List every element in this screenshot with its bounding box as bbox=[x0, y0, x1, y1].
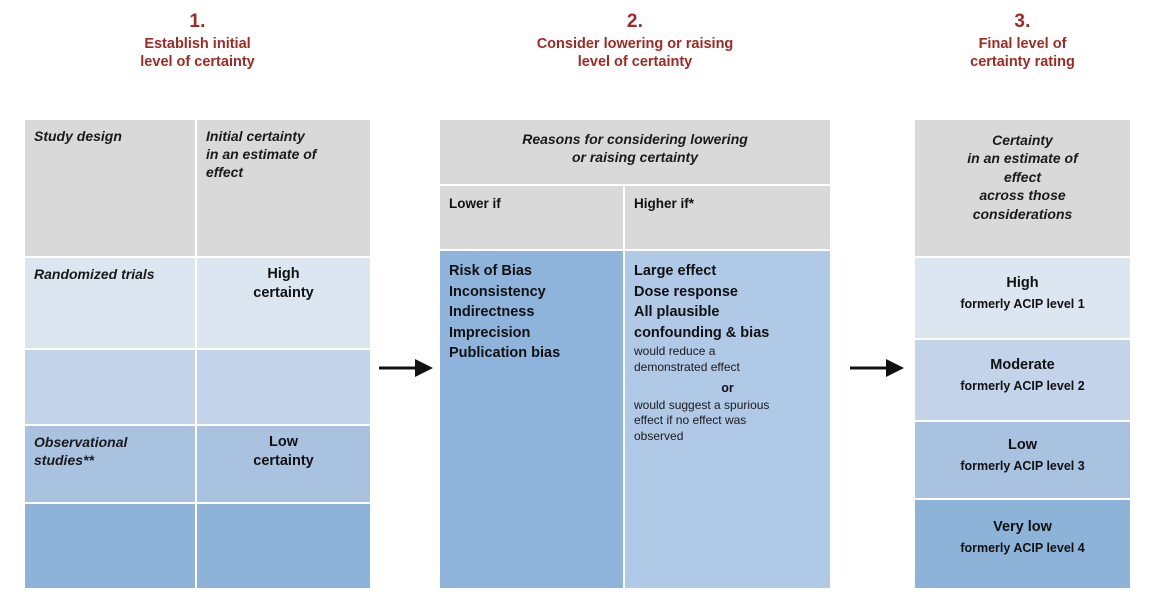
table-row: Study design Initial certainty in an est… bbox=[25, 120, 370, 258]
observational-studies-line1: Observational bbox=[34, 434, 128, 450]
higher-if-label: Higher if* bbox=[634, 196, 695, 211]
higher-detail-line5: observed bbox=[634, 428, 684, 443]
final-header-line5: considerations bbox=[972, 205, 1073, 222]
table-row: Moderate formerly ACIP level 2 bbox=[915, 340, 1130, 422]
cell-final-certainty-header: Certainty in an estimate of effect acros… bbox=[915, 120, 1130, 258]
cell-level-very-low: Very low formerly ACIP level 4 bbox=[915, 500, 1130, 588]
cell-lower-if-items: Risk of Bias Inconsistency Indirectness … bbox=[440, 251, 625, 588]
column-3-heading: 3. Final level of certainty rating bbox=[915, 10, 1130, 71]
higher-item-2: All plausible bbox=[634, 304, 720, 321]
final-certainty-table: Certainty in an estimate of effect acros… bbox=[915, 120, 1130, 588]
initial-certainty-line2: in an estimate of bbox=[206, 146, 317, 163]
reasons-table: Reasons for considering lowering or rais… bbox=[440, 120, 830, 588]
initial-certainty-line3: effect bbox=[206, 164, 244, 181]
cell-higher-if-header: Higher if* bbox=[625, 186, 830, 251]
low-certainty-line1: Low bbox=[269, 434, 298, 450]
higher-item-1: Dose response bbox=[634, 283, 738, 300]
column-2-title-line2: level of certainty bbox=[577, 53, 693, 70]
level-high-name: High bbox=[1006, 275, 1039, 291]
column-1-title-line1: Establish initial bbox=[144, 35, 251, 52]
right-arrow-icon bbox=[377, 355, 435, 381]
cell-intermediate-certainty bbox=[197, 350, 370, 426]
randomized-trials-label: Randomized trials bbox=[34, 266, 155, 282]
lower-if-label: Lower if bbox=[449, 196, 501, 211]
column-1-heading: 1. Establish initial level of certainty bbox=[25, 10, 370, 71]
table-row: Very low formerly ACIP level 4 bbox=[915, 500, 1130, 588]
study-design-label: Study design bbox=[34, 128, 122, 144]
table-row bbox=[25, 350, 370, 426]
lower-item-0: Risk of Bias bbox=[449, 263, 532, 279]
lower-item-1: Inconsistency bbox=[449, 283, 546, 300]
final-header-line3: effect bbox=[1003, 168, 1042, 185]
final-header-line2: in an estimate of bbox=[967, 150, 1078, 167]
reasons-header-line2: or raising certainty bbox=[571, 149, 699, 166]
lower-item-4: Publication bias bbox=[449, 345, 561, 362]
higher-detail-line1: would reduce a bbox=[634, 344, 716, 359]
table-row: Certainty in an estimate of effect acros… bbox=[915, 120, 1130, 258]
final-header-line1: Certainty bbox=[992, 132, 1053, 148]
table-row: Lower if Higher if* bbox=[440, 186, 830, 251]
high-certainty-line1: High bbox=[267, 266, 300, 282]
cell-level-moderate: Moderate formerly ACIP level 2 bbox=[915, 340, 1130, 422]
cell-intermediate-design bbox=[25, 350, 197, 426]
cell-reasons-header: Reasons for considering lowering or rais… bbox=[440, 120, 830, 186]
cell-observational-studies: Observational studies** bbox=[25, 426, 197, 504]
table-row: Randomized trials High certainty bbox=[25, 258, 370, 350]
level-low-name: Low bbox=[1008, 437, 1037, 453]
column-3-title-line1: Final level of bbox=[978, 35, 1067, 52]
cell-initial-certainty-header: Initial certainty in an estimate of effe… bbox=[197, 120, 370, 258]
higher-detail-line3: would suggest a spurious bbox=[634, 397, 770, 412]
cell-randomized-trials: Randomized trials bbox=[25, 258, 197, 350]
cell-high-certainty: High certainty bbox=[197, 258, 370, 350]
cell-bottom-design bbox=[25, 504, 197, 588]
cell-level-high: High formerly ACIP level 1 bbox=[915, 258, 1130, 340]
initial-certainty-line1: Initial certainty bbox=[206, 128, 305, 144]
level-moderate-name: Moderate bbox=[990, 357, 1055, 373]
study-design-table: Study design Initial certainty in an est… bbox=[25, 120, 370, 588]
column-2-title-line1: Consider lowering or raising bbox=[536, 35, 734, 52]
higher-item-0: Large effect bbox=[634, 263, 717, 279]
column-1-number: 1. bbox=[189, 11, 206, 32]
table-row: Observational studies** Low certainty bbox=[25, 426, 370, 504]
lower-item-3: Imprecision bbox=[449, 324, 531, 341]
higher-detail-line2: demonstrated effect bbox=[634, 359, 740, 374]
reasons-header-line1: Reasons for considering lowering bbox=[522, 131, 748, 147]
table-row: Low formerly ACIP level 3 bbox=[915, 422, 1130, 500]
table-row bbox=[25, 504, 370, 588]
table-row: Reasons for considering lowering or rais… bbox=[440, 120, 830, 186]
column-1-title-line2: level of certainty bbox=[140, 53, 255, 70]
low-certainty-line2: certainty bbox=[253, 452, 314, 469]
lower-item-2: Indirectness bbox=[449, 304, 535, 321]
column-3-title-line2: certainty rating bbox=[970, 53, 1075, 70]
column-2-number: 2. bbox=[626, 11, 644, 32]
higher-item-3: confounding & bias bbox=[634, 324, 770, 341]
right-arrow-icon bbox=[848, 355, 906, 381]
level-very-low-formerly: formerly ACIP level 4 bbox=[960, 540, 1085, 555]
high-certainty-line2: certainty bbox=[253, 284, 314, 301]
higher-detail-line4: effect if no effect was bbox=[634, 413, 747, 428]
cell-level-low: Low formerly ACIP level 3 bbox=[915, 422, 1130, 500]
table-row: High formerly ACIP level 1 bbox=[915, 258, 1130, 340]
level-low-formerly: formerly ACIP level 3 bbox=[960, 458, 1085, 473]
column-3-number: 3. bbox=[1014, 11, 1031, 32]
cell-higher-if-items: Large effect Dose response All plausible… bbox=[625, 251, 830, 588]
footnote-text bbox=[26, 593, 846, 603]
higher-or-label: or bbox=[721, 380, 734, 395]
level-high-formerly: formerly ACIP level 1 bbox=[960, 296, 1085, 311]
cell-low-certainty: Low certainty bbox=[197, 426, 370, 504]
cell-lower-if-header: Lower if bbox=[440, 186, 625, 251]
cell-bottom-certainty bbox=[197, 504, 370, 588]
table-row: Risk of Bias Inconsistency Indirectness … bbox=[440, 251, 830, 588]
level-moderate-formerly: formerly ACIP level 2 bbox=[960, 378, 1085, 393]
final-header-line4: across those bbox=[979, 187, 1066, 204]
column-2-heading: 2. Consider lowering or raising level of… bbox=[440, 10, 830, 71]
level-very-low-name: Very low bbox=[993, 519, 1052, 535]
cell-study-design-header: Study design bbox=[25, 120, 197, 258]
observational-studies-line2: studies** bbox=[34, 452, 94, 469]
